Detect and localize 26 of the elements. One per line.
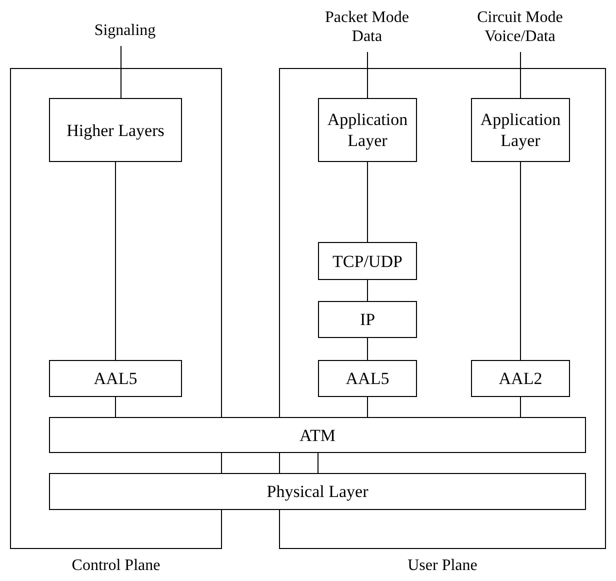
layer-box: TCP/UDP [318,242,417,280]
layer-box: AAL5 [49,360,182,397]
connector-line [120,46,122,98]
layer-box: Application Layer [318,98,417,162]
layer-box: Higher Layers [49,98,182,162]
connector-line [115,162,116,360]
layer-box: IP [318,301,417,338]
traffic-label: Packet Mode Data [315,6,419,48]
connector-line [367,396,368,418]
connector-line [520,52,521,98]
layer-box: ATM [49,417,586,453]
layer-box: Application Layer [471,98,570,162]
layer-box: AAL2 [471,360,570,397]
connector-line [115,396,116,418]
traffic-label: Circuit Mode Voice/Data [465,6,575,48]
connector-line [367,52,368,98]
traffic-label: Signaling [60,18,190,42]
connector-line [520,396,521,418]
plane-label: Control Plane [70,557,162,575]
connector-line [367,280,368,302]
connector-line [520,162,521,360]
layer-box: AAL5 [318,360,417,397]
connector-line [367,162,368,242]
layer-box: Physical Layer [49,473,586,510]
connector-line [367,338,368,360]
plane-label: User Plane [406,557,478,575]
